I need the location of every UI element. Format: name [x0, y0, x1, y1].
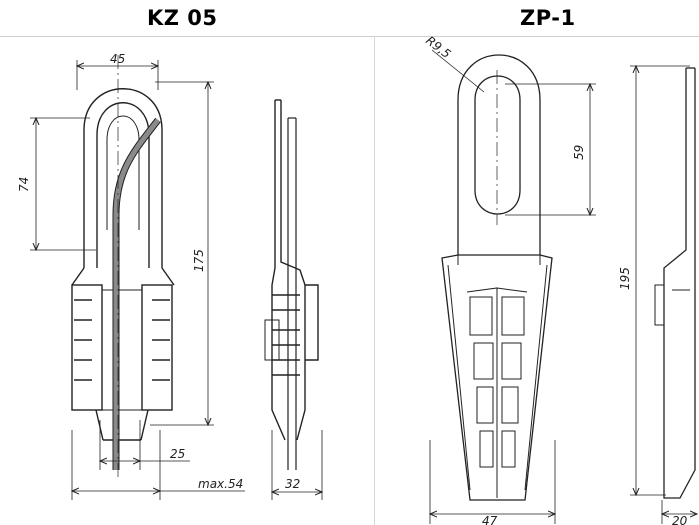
left-panel-title: KZ 05 [147, 6, 218, 30]
panel-divider [374, 36, 375, 525]
kz05-dimensions [30, 55, 245, 500]
dim-max-width: max.54 [198, 477, 243, 491]
zp1-front-view [431, 49, 553, 501]
dim-width-top: 45 [110, 52, 125, 66]
kz05-front-view [71, 88, 175, 441]
dim-radius: R9,5 [423, 33, 453, 61]
zp1-front-dimensions [430, 84, 596, 524]
dim-zp1-total-height: 195 [618, 267, 632, 290]
dim-zp1-side-width: 20 [672, 514, 688, 525]
zp1-side-dimensions [630, 66, 697, 524]
kz05-side-view [264, 99, 319, 441]
dim-loop-height: 74 [17, 177, 31, 192]
header-divider [0, 36, 699, 37]
dim-slot-height: 59 [572, 145, 586, 160]
kz05-side-dimension [272, 430, 322, 500]
right-panel-title: ZP-1 [520, 6, 576, 30]
kz05-side-cable [287, 117, 297, 470]
dim-total-height: 175 [192, 249, 206, 272]
dim-side-width: 32 [285, 477, 300, 491]
kz05-cable [112, 117, 161, 470]
zp1-side-view [654, 67, 696, 499]
dim-width-bottom: 47 [482, 514, 498, 525]
dim-inner-width: 25 [170, 447, 185, 461]
header-bar: KZ 05 ZP-1 [0, 0, 699, 36]
